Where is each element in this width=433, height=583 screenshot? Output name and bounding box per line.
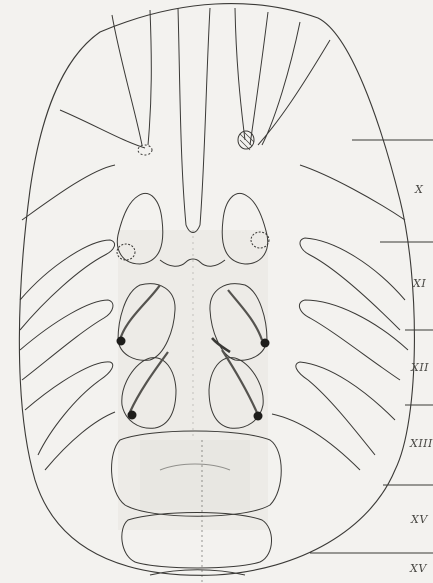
label-xii: XII	[410, 361, 429, 374]
label-xv-2: XV	[409, 562, 427, 575]
label-xv-1: XV	[410, 513, 428, 526]
left-gyri	[20, 165, 115, 470]
label-xiii: XIII	[409, 437, 433, 450]
label-x: X	[414, 183, 424, 196]
label-xi: XI	[412, 277, 426, 290]
top-furrows	[60, 8, 330, 233]
upper-spots	[138, 131, 254, 155]
right-gyri	[272, 165, 408, 470]
